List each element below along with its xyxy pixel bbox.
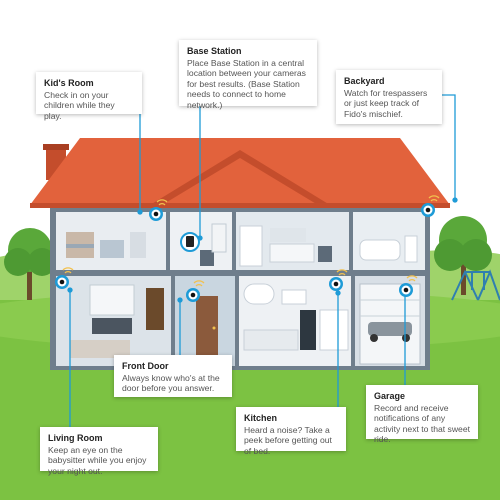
wifi-signal-icon [193, 280, 205, 287]
wifi-signal-icon [406, 275, 418, 282]
callout-title: Garage [374, 391, 406, 401]
callout-title: Living Room [48, 433, 103, 443]
callout-body: Heard a noise? Take a peek before gettin… [244, 425, 332, 456]
camera-icon-kitchen [329, 269, 348, 291]
callout-body: Place Base Station in a central location… [187, 58, 306, 110]
base-station-icon [180, 232, 200, 252]
callout-body: Watch for trespassers or just keep track… [344, 88, 428, 119]
tree-right [434, 216, 492, 295]
camera-icon-front-door [186, 280, 205, 302]
living-room-furniture [70, 284, 164, 358]
front-door [196, 296, 218, 356]
callout-title: Base Station [187, 46, 242, 56]
callout-title: Backyard [344, 76, 385, 86]
callout-kids-room: Kid's Room Check in on your children whi… [36, 72, 142, 121]
tree-left [4, 228, 56, 300]
kitchen-furniture [243, 283, 349, 351]
callout-garage: Garage Record and receive notifications … [366, 385, 478, 444]
callout-title: Kitchen [244, 413, 278, 423]
camera-icon-kids-room [149, 199, 168, 221]
callout-body: Check in on your children while they pla… [44, 90, 115, 121]
camera-icon-living-room [55, 267, 74, 289]
wifi-signal-icon [336, 269, 348, 276]
callout-body: Always know who's at the door before you… [122, 373, 220, 394]
camera-layer [55, 195, 440, 302]
wifi-signal-icon [428, 195, 440, 202]
callout-base-station: Base Station Place Base Station in a cen… [179, 40, 317, 110]
callout-front-door: Front Door Always know who's at the door… [114, 355, 232, 397]
kids-room-furniture [66, 232, 146, 258]
swing-set [451, 269, 500, 301]
callout-living-room: Living Room Keep an eye on the babysitte… [40, 427, 158, 476]
callout-body: Keep an eye on the babysitter while you … [48, 445, 147, 476]
bathroom-furniture [359, 235, 418, 263]
callout-kitchen: Kitchen Heard a noise? Take a peek befor… [236, 407, 346, 456]
wifi-signal-icon [156, 199, 168, 206]
callout-title: Front Door [122, 361, 169, 371]
base-station-room-furniture [200, 223, 227, 266]
roof [30, 138, 450, 208]
callout-body: Record and receive notifications of any … [374, 403, 471, 445]
callout-title: Kid's Room [44, 78, 94, 88]
camera-icon-garage [399, 275, 418, 297]
bedroom-furniture [239, 225, 332, 267]
callout-backyard: Backyard Watch for trespassers or just k… [336, 70, 442, 124]
wifi-signal-icon [62, 267, 74, 274]
camera-icon-backyard [421, 195, 440, 217]
